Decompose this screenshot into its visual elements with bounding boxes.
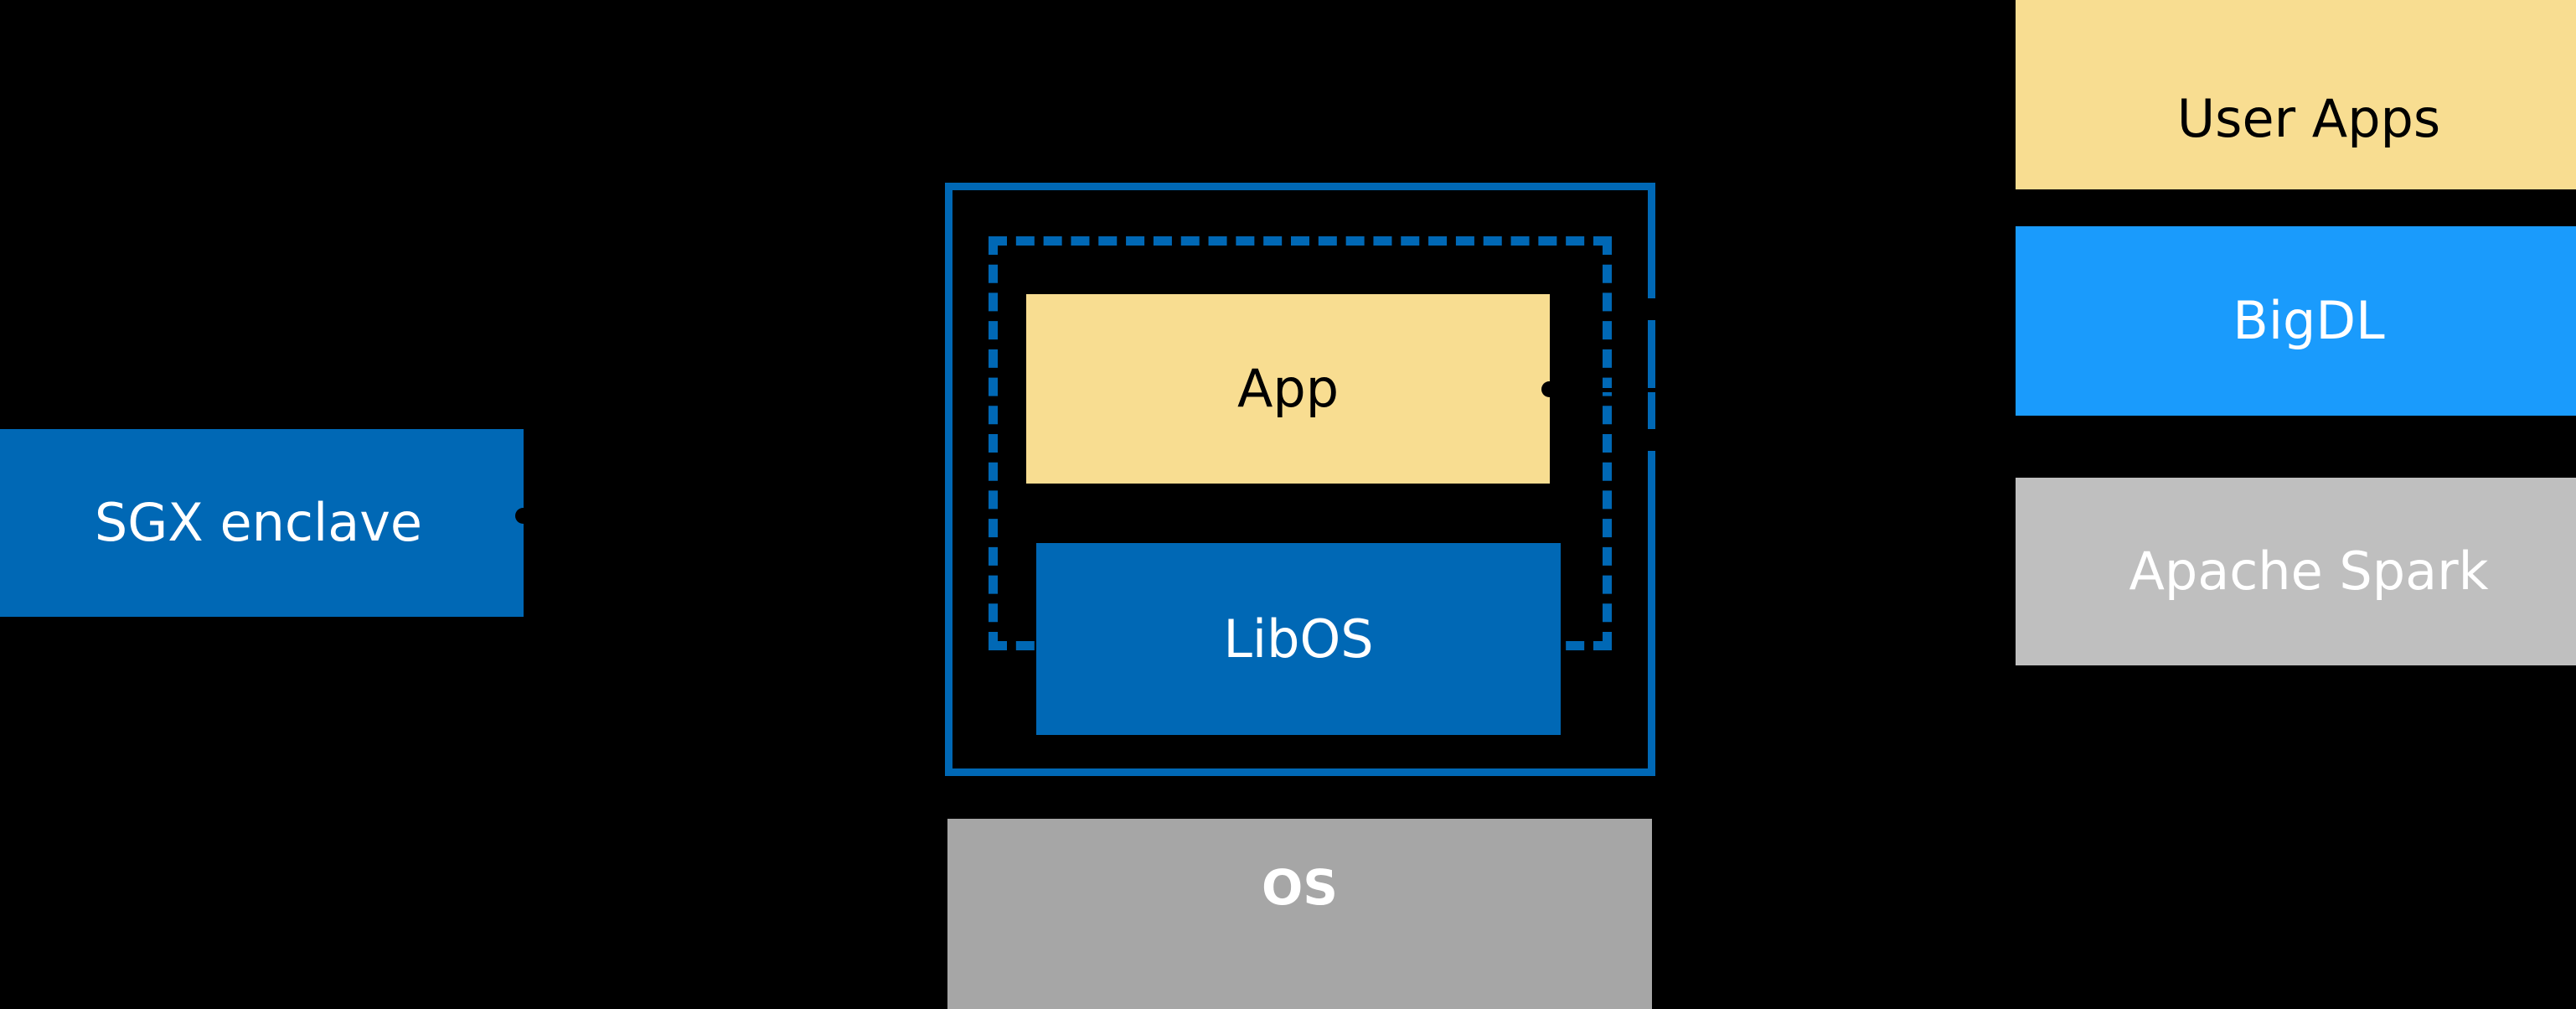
outline-gap-upper (1648, 298, 1660, 320)
libos-box: LibOS (1036, 543, 1561, 735)
user-apps-box: User Apps (2016, 0, 2576, 189)
libos-label: LibOS (1223, 608, 1374, 670)
bigdl-label: BigDL (2233, 290, 2385, 352)
user-apps-label: User Apps (2176, 87, 2441, 149)
connector-endpoint-sgx (515, 508, 531, 524)
enclave-boundary-outline (945, 183, 1655, 776)
outline-gap-lower (1648, 429, 1660, 451)
os-box: OS (947, 819, 1652, 1009)
bigdl-box: BigDL (2016, 226, 2576, 416)
sgx-enclave-box: SGX enclave (0, 429, 524, 617)
sgx-enclave-label: SGX enclave (94, 492, 423, 554)
app-label: App (1236, 358, 1340, 420)
connector-line-app-to-user-apps (1550, 388, 2016, 392)
apache-spark-label: Apache Spark (2129, 541, 2489, 603)
app-box: App (1026, 294, 1550, 484)
connector-endpoint-app (1541, 381, 1557, 397)
apache-spark-box: Apache Spark (2016, 478, 2576, 665)
connector-line-sgx-to-enclave (524, 514, 945, 518)
os-label: OS (1261, 859, 1339, 916)
